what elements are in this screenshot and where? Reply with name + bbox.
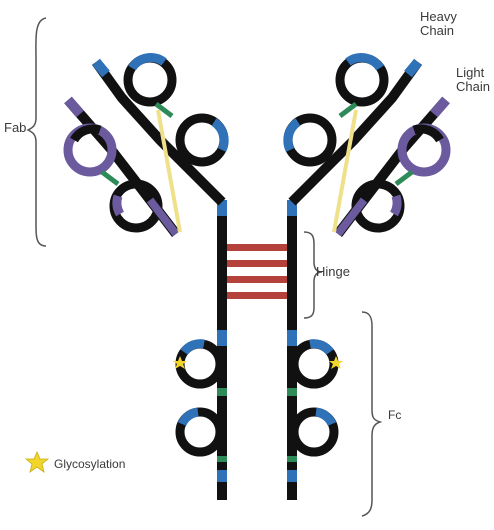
fc-label: Fc — [388, 408, 401, 422]
star-icon — [26, 452, 48, 472]
disulfide-bridge — [226, 276, 288, 283]
left-light-chain — [68, 100, 180, 234]
heavy-chain-label: Heavy Chain — [420, 10, 490, 38]
glycosylation-label: Glycosylation — [54, 457, 125, 471]
hinge-label: Hinge — [316, 265, 350, 279]
fab-bracket — [28, 18, 46, 246]
right-light-chain — [334, 100, 446, 234]
fab-label: Fab — [4, 121, 26, 135]
disulfide-bridge — [226, 244, 288, 251]
light-chain-label: Light Chain — [456, 66, 494, 94]
disulfide-bridge — [226, 292, 288, 299]
fc-bracket — [362, 312, 380, 516]
disulfide-bridge — [226, 260, 288, 267]
hinge-disulfide-bridges — [226, 244, 288, 299]
